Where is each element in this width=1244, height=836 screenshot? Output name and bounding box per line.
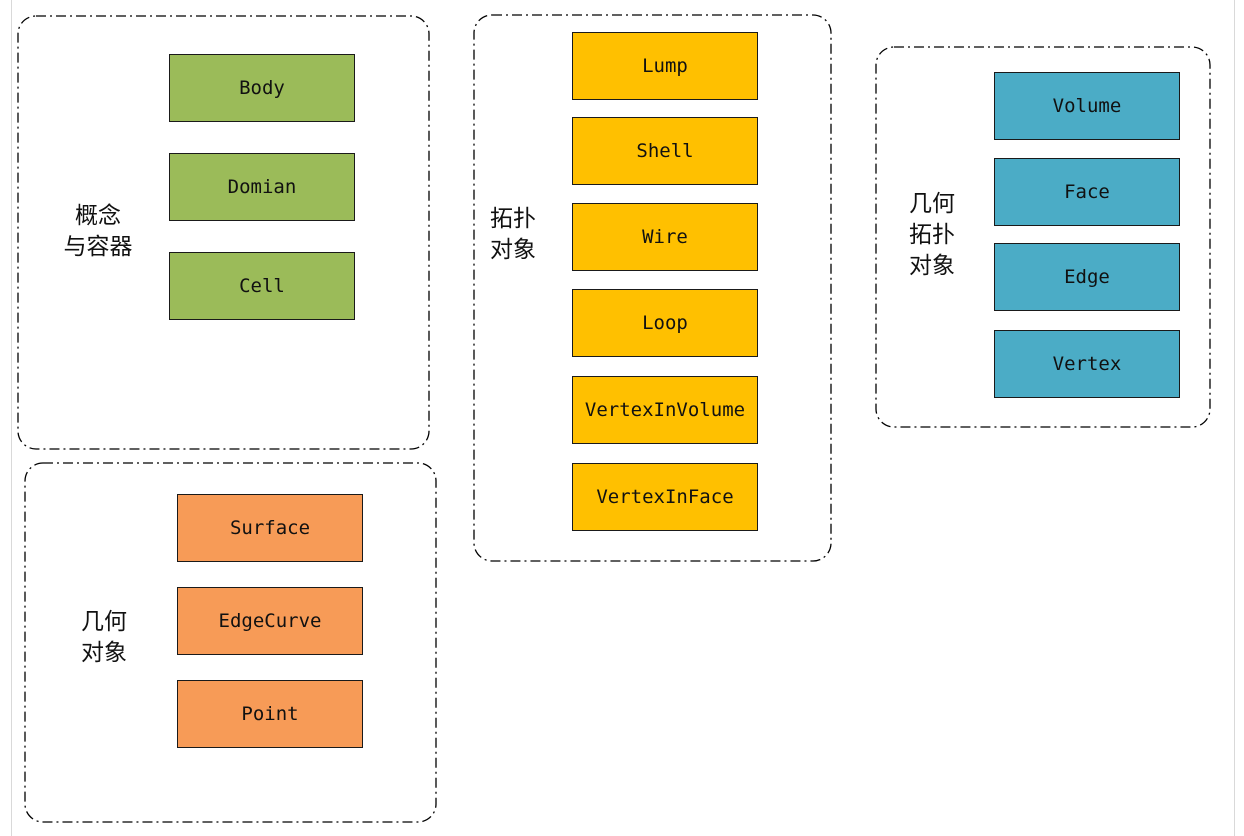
- group-label-topology: 拓扑 对象: [490, 206, 536, 263]
- frame-topology-objects: [473, 14, 832, 562]
- node-surface: Surface: [177, 494, 363, 562]
- group-label-concept: 概念 与容器: [63, 203, 133, 260]
- node-shell: Shell: [572, 117, 758, 185]
- frame-geometric-topology-objects: [875, 46, 1211, 428]
- group-label-geometric-topology: 几何 拓扑 对象: [909, 191, 955, 279]
- node-vertex-in-face: VertexInFace: [572, 463, 758, 531]
- page-edge-right: [1234, 0, 1235, 836]
- node-volume: Volume: [994, 72, 1180, 140]
- node-lump: Lump: [572, 32, 758, 100]
- node-edge: Edge: [994, 243, 1180, 311]
- node-body: Body: [169, 54, 355, 122]
- node-face: Face: [994, 158, 1180, 226]
- node-point: Point: [177, 680, 363, 748]
- node-loop: Loop: [572, 289, 758, 357]
- page-edge-left: [11, 0, 12, 836]
- node-vertex-in-volume: VertexInVolume: [572, 376, 758, 444]
- node-edge-curve: EdgeCurve: [177, 587, 363, 655]
- node-domian: Domian: [169, 153, 355, 221]
- node-vertex: Vertex: [994, 330, 1180, 398]
- frame-geometry-objects: [24, 462, 437, 823]
- node-cell: Cell: [169, 252, 355, 320]
- frame-concept-containers: [17, 15, 430, 450]
- node-wire: Wire: [572, 203, 758, 271]
- group-label-geometry: 几何 对象: [81, 609, 127, 666]
